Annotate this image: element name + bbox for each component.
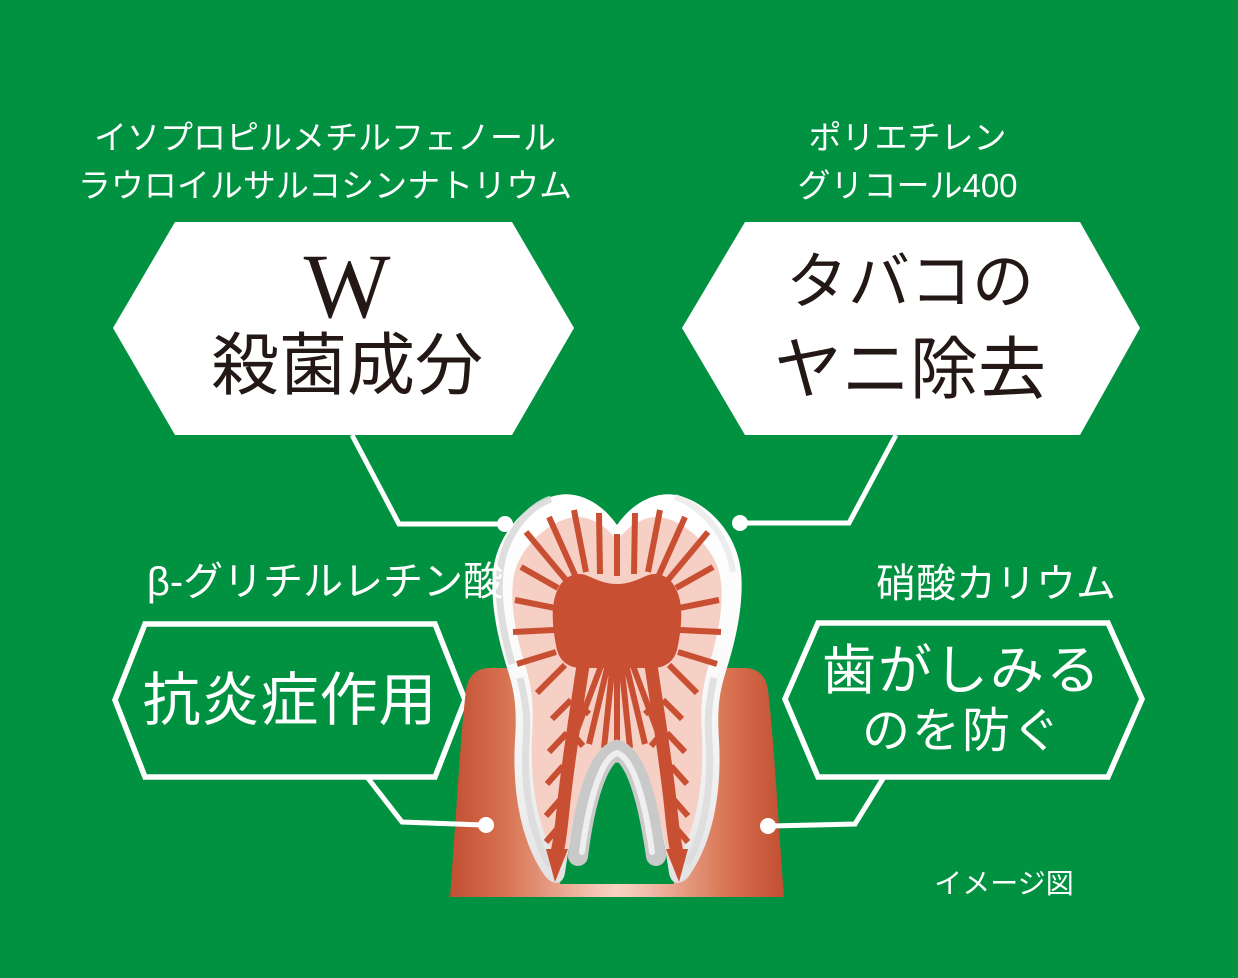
connectors bbox=[349, 433, 899, 829]
hexagon-top-left-shape bbox=[113, 222, 574, 435]
ingredient-label-top-left: イソプロピルメチルフェノール ラウロイルサルコシンナトリウム bbox=[55, 114, 595, 210]
hexagon-bottom-right-shape bbox=[782, 620, 1146, 780]
ingredient-top-left-line1: イソプロピルメチルフェノール bbox=[94, 119, 556, 156]
root-canal-right bbox=[642, 651, 684, 854]
root-canal-left bbox=[550, 651, 592, 854]
ingredient-label-top-right: ポリエチレン グリコール400 bbox=[735, 114, 1080, 210]
connector-dot-bottom-left bbox=[478, 817, 494, 833]
enamel-shade-left-root bbox=[516, 677, 554, 868]
connector-dot-bottom-right bbox=[760, 818, 776, 834]
connector-top-right bbox=[743, 433, 899, 526]
ingredient-top-right-line2: グリコール400 bbox=[797, 167, 1018, 204]
benefit-top-right-line2: ヤニ除去 bbox=[773, 332, 1046, 408]
connector-bottom-left bbox=[365, 775, 484, 828]
caption-image-note: イメージ図 bbox=[934, 868, 1074, 899]
root-arch-highlight bbox=[579, 749, 655, 855]
benefit-top-left-line2: 殺菌成分 bbox=[210, 328, 483, 404]
enamel-shade-right-crown bbox=[673, 494, 736, 573]
ingredient-label-bottom-right: 硝酸カリウム bbox=[876, 562, 1116, 606]
benefit-bottom-left-line1: 抗炎症作用 bbox=[142, 668, 438, 733]
tooth-pulp bbox=[552, 574, 682, 669]
tooth-illustration bbox=[492, 494, 742, 883]
hexagon-top-right-shape bbox=[682, 222, 1140, 435]
benefit-bottom-right-line2: のを防ぐ bbox=[861, 705, 1062, 758]
benefit-top-right-line1: タバコの bbox=[785, 249, 1034, 317]
connector-bottom-right bbox=[770, 775, 887, 829]
enamel-shade-right-root bbox=[683, 677, 718, 866]
connector-dot-top-right bbox=[732, 515, 748, 531]
connector-dot-top-left bbox=[497, 516, 513, 532]
canal-tip-left bbox=[546, 849, 568, 882]
nerve-spokes bbox=[512, 509, 722, 749]
hexagon-bottom-left-shape bbox=[112, 621, 468, 780]
enamel-shade-left-crown bbox=[495, 495, 553, 665]
benefit-bottom-right-line1: 歯がしみる bbox=[822, 641, 1102, 701]
ingredient-top-left-line2: ラウロイルサルコシンナトリウム bbox=[77, 167, 573, 204]
benefit-top-left-line1: W bbox=[303, 235, 391, 337]
ingredient-top-right-line1: ポリエチレン bbox=[808, 119, 1007, 156]
connector-top-left bbox=[349, 433, 503, 527]
ingredient-label-bottom-left: β-グリチルレチン酸 bbox=[146, 560, 504, 604]
canal-tip-right bbox=[666, 849, 688, 882]
